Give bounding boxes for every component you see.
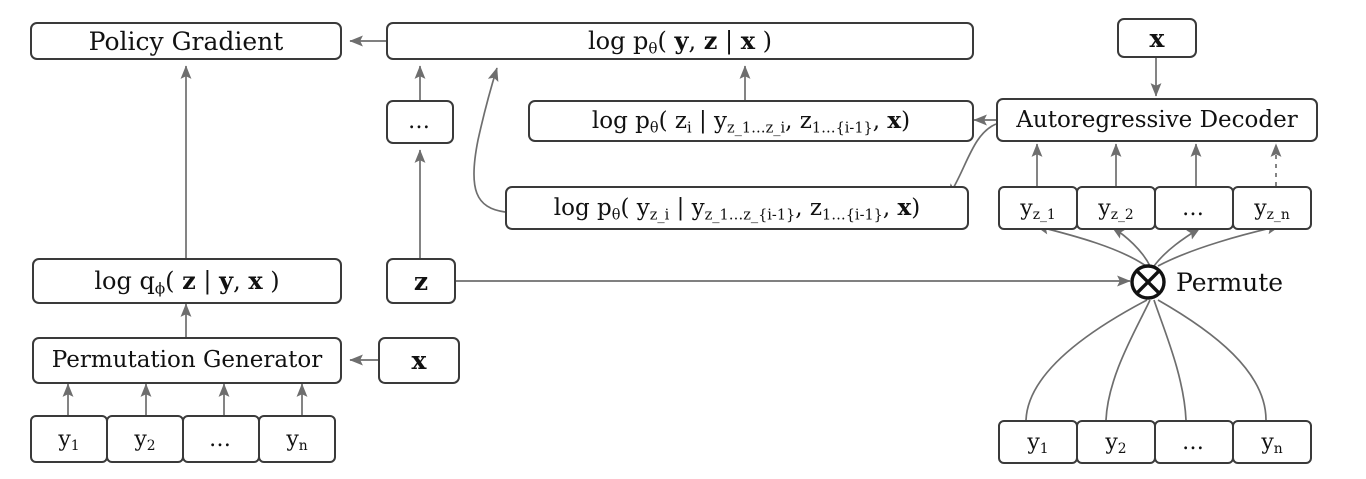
input-tokens-left-strip: y1 y2 … yn (30, 415, 336, 463)
yc-isub: z_i (649, 207, 670, 224)
list-item[interactable]: yz_2 (1076, 186, 1156, 230)
joint-comma1: , (688, 27, 704, 55)
x-input-right-box[interactable]: x (1117, 18, 1197, 58)
yc-sub1: z_1…z_{i-1} (704, 207, 796, 224)
token-label: y2 (1105, 429, 1127, 457)
yc-bar: | y (669, 195, 705, 221)
joint-head: log p (587, 27, 649, 55)
qc-head: log q (94, 267, 155, 295)
zc-comma2: , (872, 108, 888, 134)
list-item[interactable]: yz_1 (998, 186, 1078, 230)
input-tokens-right-strip: y1 y2 … yn (998, 420, 1312, 464)
zc-open: ( z (658, 108, 688, 134)
yc-head: log p (553, 195, 612, 221)
zc-bar: | y (691, 108, 728, 134)
joint-theta: θ (648, 39, 658, 58)
y-conditional-formula: log pθ( yz_i | yz_1…z_{i-1}, z1…{i-1}, x… (553, 194, 921, 224)
z-conditional-formula: log pθ( zi | yz_1…z_i, z1…{i-1}, x) (591, 107, 911, 137)
permutation-generator-label: Permutation Generator (51, 347, 323, 373)
zc-sub1: z_1…z_i (727, 120, 786, 137)
policy-gradient-box[interactable]: Policy Gradient (30, 22, 342, 60)
token-label: y1 (1027, 429, 1049, 457)
token-label: … (1182, 195, 1206, 221)
y-conditional-logprob-box[interactable]: log pθ( yz_i | yz_1…z_{i-1}, z1…{i-1}, x… (505, 186, 969, 230)
token-label: yn (1261, 429, 1283, 457)
joint-z: z (703, 26, 718, 55)
qc-bar: | (195, 267, 220, 295)
x-input-right-label: x (1149, 23, 1165, 53)
token-label: yz_1 (1020, 195, 1056, 223)
qc-open: ( (165, 267, 183, 295)
yc-comma1: , z (795, 195, 823, 221)
qc-close: ) (262, 267, 280, 295)
permute-label: Permute (1176, 268, 1284, 297)
qc-z: z (182, 266, 196, 295)
joint-open: ( (657, 27, 675, 55)
z-sample-label: z (413, 266, 429, 296)
yc-open: ( y (620, 195, 650, 221)
list-item[interactable]: yn (1232, 420, 1312, 464)
token-label: … (1182, 429, 1206, 455)
qc-x: x (248, 266, 263, 295)
autoregressive-decoder-box[interactable]: Autoregressive Decoder (996, 98, 1318, 142)
ellipsis-label: … (408, 109, 432, 134)
zc-x: x (887, 107, 902, 134)
list-item[interactable]: y1 (30, 415, 108, 463)
yc-sub2: 1…{i-1} (822, 207, 883, 224)
zc-comma1: , z (785, 108, 812, 134)
zc-sub2: 1…{i-1} (811, 120, 873, 137)
yc-close: ) (911, 195, 921, 221)
x-input-left-box[interactable]: x (378, 337, 460, 384)
joint-logprob-box[interactable]: log pθ( y, z | x ) (386, 22, 974, 60)
joint-logprob-formula: log pθ( y, z | x ) (587, 26, 773, 57)
joint-close: ) (755, 27, 773, 55)
token-label: y2 (134, 426, 156, 454)
ellipsis-box[interactable]: … (386, 100, 454, 144)
zc-head: log p (591, 108, 650, 134)
list-item[interactable]: y1 (998, 420, 1078, 464)
token-label: yn (286, 426, 308, 454)
token-label: … (209, 426, 233, 452)
list-item[interactable]: yz_n (1232, 186, 1312, 230)
zc-theta: θ (649, 120, 659, 137)
list-item[interactable]: … (1154, 420, 1234, 464)
autoregressive-decoder-label: Autoregressive Decoder (1016, 106, 1298, 133)
list-item[interactable]: y2 (106, 415, 184, 463)
zc-close: ) (901, 108, 911, 134)
token-label: y1 (58, 426, 80, 454)
z-conditional-logprob-box[interactable]: log pθ( zi | yz_1…z_i, z1…{i-1}, x) (528, 100, 974, 142)
zc-isub: i (687, 120, 692, 137)
qc-y: y (219, 266, 234, 295)
permutation-generator-box[interactable]: Permutation Generator (32, 337, 342, 384)
permuted-tokens-strip: yz_1 yz_2 … yz_n (998, 186, 1312, 230)
z-sample-box[interactable]: z (386, 258, 456, 304)
yc-comma2: , (882, 195, 898, 221)
yc-theta: θ (611, 207, 621, 224)
q-posterior-box[interactable]: log qϕ( z | y, x ) (32, 258, 342, 304)
permute-operator-icon[interactable] (1128, 262, 1168, 302)
list-item[interactable]: … (182, 415, 260, 463)
token-label: yz_n (1254, 195, 1290, 223)
token-label: yz_2 (1098, 195, 1134, 223)
policy-gradient-label: Policy Gradient (88, 26, 284, 56)
joint-x: x (740, 26, 756, 55)
x-input-left-label: x (411, 346, 427, 375)
list-item[interactable]: … (1154, 186, 1234, 230)
qc-comma: , (233, 267, 249, 295)
list-item[interactable]: y2 (1076, 420, 1156, 464)
yc-x: x (897, 194, 912, 221)
list-item[interactable]: yn (258, 415, 336, 463)
joint-y: y (674, 26, 689, 55)
joint-bar: | (717, 27, 741, 55)
q-posterior-formula: log qϕ( z | y, x ) (94, 266, 280, 297)
qc-phi: ϕ (154, 279, 166, 298)
